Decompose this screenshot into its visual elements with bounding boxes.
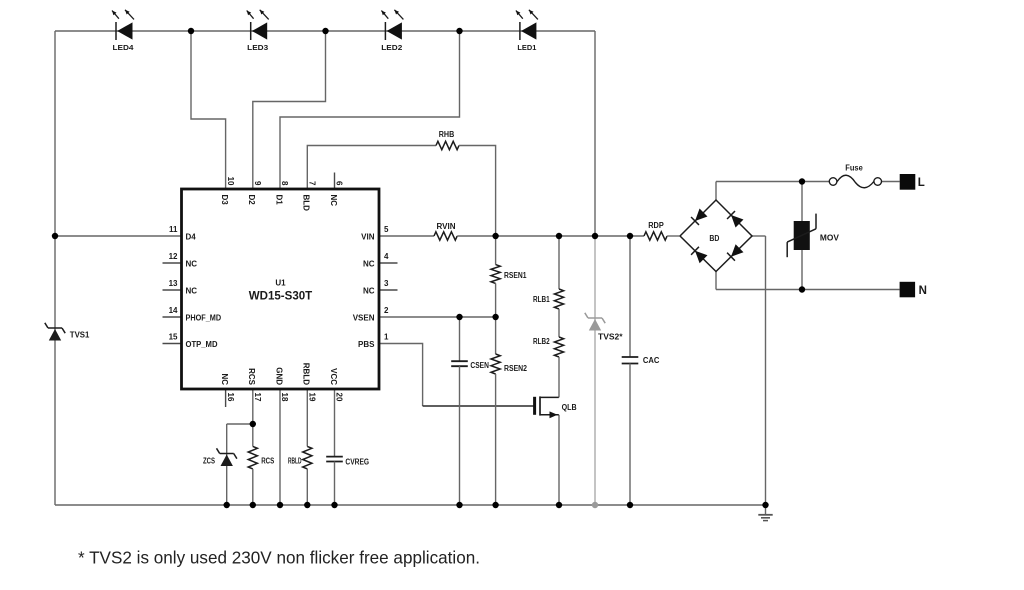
svg-text:12: 12 <box>169 252 178 261</box>
svg-text:RBLD: RBLD <box>302 363 311 385</box>
svg-text:TVS2*: TVS2* <box>598 332 624 341</box>
svg-text:10: 10 <box>226 177 235 186</box>
svg-text:NC: NC <box>186 287 198 296</box>
svg-text:D2: D2 <box>247 195 256 206</box>
svg-text:TVS1: TVS1 <box>70 330 90 339</box>
svg-text:PBS: PBS <box>358 340 375 349</box>
svg-text:18: 18 <box>280 393 289 402</box>
svg-text:CVREG: CVREG <box>345 457 369 466</box>
svg-text:5: 5 <box>384 225 389 234</box>
svg-text:4: 4 <box>384 252 389 261</box>
svg-text:LED3: LED3 <box>247 45 268 52</box>
svg-text:NC: NC <box>363 287 375 296</box>
svg-text:11: 11 <box>169 225 178 234</box>
svg-text:LED1: LED1 <box>517 45 536 52</box>
svg-text:RLB1: RLB1 <box>533 295 550 304</box>
svg-text:13: 13 <box>169 279 178 288</box>
svg-text:20: 20 <box>335 393 344 402</box>
svg-text:LED4: LED4 <box>113 45 134 52</box>
svg-text:7: 7 <box>308 181 317 186</box>
svg-text:* TVS2 is only used 230V non f: * TVS2 is only used 230V non flicker fre… <box>78 548 480 568</box>
svg-text:1: 1 <box>384 333 389 342</box>
svg-text:16: 16 <box>226 393 235 402</box>
svg-text:8: 8 <box>280 181 289 186</box>
svg-text:LED2: LED2 <box>381 45 402 52</box>
svg-text:RSEN1: RSEN1 <box>504 271 527 280</box>
svg-text:NC: NC <box>220 373 229 385</box>
svg-text:WD15-S30T: WD15-S30T <box>249 291 313 303</box>
svg-text:RHB: RHB <box>439 130 455 139</box>
svg-text:MOV: MOV <box>820 233 840 242</box>
svg-text:ZCS: ZCS <box>203 457 215 466</box>
svg-text:14: 14 <box>169 306 178 315</box>
svg-text:GND: GND <box>274 367 283 385</box>
svg-text:BD: BD <box>709 234 719 243</box>
svg-text:VIN: VIN <box>361 233 375 242</box>
svg-text:NC: NC <box>329 195 338 207</box>
svg-text:U1: U1 <box>275 278 286 287</box>
svg-text:17: 17 <box>253 393 262 402</box>
svg-text:D3: D3 <box>220 195 229 206</box>
svg-text:19: 19 <box>308 393 317 402</box>
svg-text:Fuse: Fuse <box>845 163 863 172</box>
svg-text:RSEN2: RSEN2 <box>504 364 527 373</box>
svg-text:CAC: CAC <box>643 356 660 365</box>
svg-text:RVIN: RVIN <box>437 222 456 231</box>
svg-text:RBLD: RBLD <box>288 457 302 466</box>
svg-text:L: L <box>918 177 925 189</box>
svg-text:OTP_MD: OTP_MD <box>186 340 218 349</box>
svg-text:2: 2 <box>384 306 389 315</box>
svg-text:RDP: RDP <box>648 221 664 230</box>
svg-text:9: 9 <box>253 181 262 186</box>
svg-text:VCC: VCC <box>329 368 338 385</box>
svg-text:NC: NC <box>186 260 198 269</box>
svg-text:6: 6 <box>335 181 344 186</box>
svg-text:QLB: QLB <box>562 403 577 412</box>
svg-text:D4: D4 <box>186 233 197 242</box>
svg-text:VSEN: VSEN <box>353 314 375 323</box>
svg-text:3: 3 <box>384 279 389 288</box>
svg-text:BLD: BLD <box>302 195 311 212</box>
svg-text:PHOF_MD: PHOF_MD <box>186 314 222 323</box>
svg-text:CSEN: CSEN <box>470 361 489 370</box>
svg-text:D1: D1 <box>274 195 283 206</box>
svg-text:15: 15 <box>169 333 178 342</box>
svg-text:RCS: RCS <box>261 457 275 466</box>
svg-text:NC: NC <box>363 260 375 269</box>
svg-text:N: N <box>919 285 927 297</box>
svg-text:RCS: RCS <box>247 368 256 386</box>
svg-text:RLB2: RLB2 <box>533 337 550 346</box>
